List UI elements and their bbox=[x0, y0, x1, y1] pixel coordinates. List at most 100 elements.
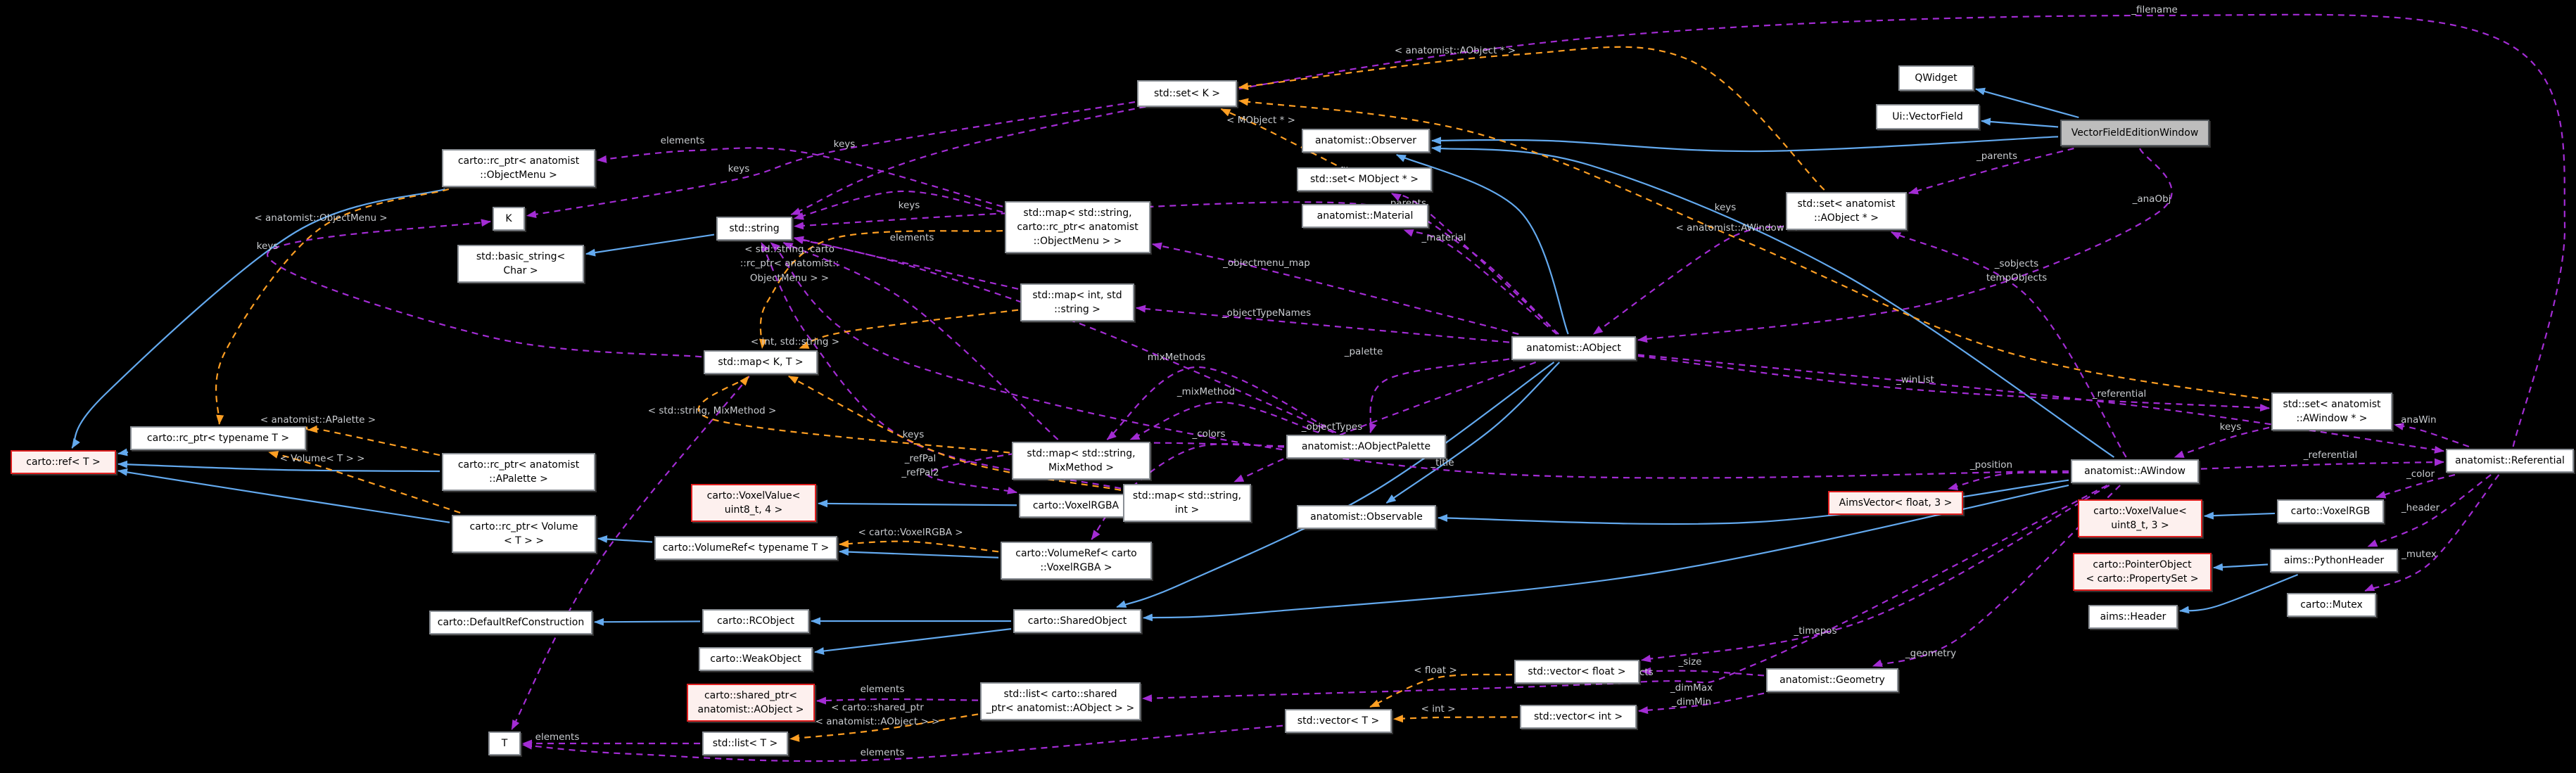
edge-referential-to-set_awindow bbox=[2394, 423, 2470, 448]
class-node-material[interactable]: anatomist::Material bbox=[1302, 204, 1428, 228]
class-node-vector_t[interactable]: std::vector< T > bbox=[1285, 709, 1392, 733]
class-node-set_mobject[interactable]: std::set< MObject * > bbox=[1297, 167, 1432, 191]
edge-aobject-to-map_str_rcptr bbox=[1152, 242, 1519, 336]
class-node-list_shared[interactable]: std::list< carto::shared _ptr< anatomist… bbox=[980, 682, 1141, 720]
edge-aobject-to-palette bbox=[1369, 358, 1510, 433]
edge-map_str_rcptr-to-std_string bbox=[794, 190, 1003, 220]
class-node-rcptr_volume[interactable]: carto::rc_ptr< Volume < T > > bbox=[452, 515, 596, 553]
edge-rcptr_apalette-to-ref_t bbox=[118, 460, 440, 473]
edge-palette-to-map_str_mix bbox=[1129, 401, 1319, 441]
class-node-referential[interactable]: anatomist::Referential bbox=[2446, 449, 2574, 473]
class-node-voxval3[interactable]: carto::VoxelValue< uint8_t, 3 > bbox=[2078, 499, 2202, 537]
class-node-map_str_mix[interactable]: std::map< std::string, MixMethod > bbox=[1012, 442, 1150, 480]
class-node-qwidget[interactable]: QWidget bbox=[1898, 65, 1974, 91]
edge-aobject-to-map_int_str bbox=[1136, 305, 1510, 343]
edge-pythonheader-to-pointerobj bbox=[2213, 563, 2269, 571]
edge-map_str_mix-to-std_string bbox=[782, 242, 1059, 440]
class-node-rcptr_objmenu[interactable]: carto::rc_ptr< anatomist ::ObjectMenu > bbox=[442, 149, 595, 187]
class-node-set_aobject[interactable]: std::set< anatomist ::AObject * > bbox=[1786, 192, 1907, 230]
edge-vector_t-to-t_box bbox=[522, 724, 1283, 762]
class-node-aimsvector[interactable]: AimsVector< float, 3 > bbox=[1828, 491, 1963, 515]
edge-map_int_str-to-std_string bbox=[794, 236, 1019, 290]
class-node-set_k[interactable]: std::set< K > bbox=[1137, 80, 1237, 107]
class-node-map_str_int[interactable]: std::map< std::string, int > bbox=[1123, 484, 1251, 522]
class-node-list_t[interactable]: std::list< T > bbox=[702, 732, 788, 755]
class-node-vector_float[interactable]: std::vector< float > bbox=[1514, 660, 1639, 684]
class-node-volref_t[interactable]: carto::VolumeRef< typename T > bbox=[654, 536, 837, 560]
edge-aobject-to-referential bbox=[1637, 354, 2444, 454]
edge-awindow-to-set_aobject bbox=[1891, 231, 2127, 458]
class-node-observable[interactable]: anatomist::Observable bbox=[1297, 505, 1436, 529]
edge-awindow-to-list_shared bbox=[1142, 485, 2108, 703]
edge-referential-to-mutex bbox=[2364, 474, 2500, 592]
class-node-basic_string[interactable]: std::basic_string< Char > bbox=[457, 245, 584, 283]
edge-pythonheader-to-aims_header bbox=[2179, 573, 2299, 614]
edge-vfew-to-observer bbox=[1431, 136, 2059, 153]
class-node-vfew[interactable]: VectorFieldEditionWindow bbox=[2060, 120, 2209, 146]
edge-rcptr_t-to-ref_t bbox=[118, 448, 129, 456]
edge-awindow-to-std_string bbox=[770, 242, 2069, 479]
edge-std_string-to-basic_string bbox=[585, 234, 715, 257]
edge-referential-to-voxrgb bbox=[2375, 473, 2456, 499]
edge-rcobject-to-defaultref bbox=[594, 618, 701, 626]
edge-map_str_rcptr-to-map_kt bbox=[759, 230, 1003, 349]
edge-map_str_int-to-map_kt bbox=[787, 376, 1122, 491]
class-node-std_string[interactable]: std::string bbox=[716, 217, 792, 241]
class-node-map_int_str[interactable]: std::map< int, std ::string > bbox=[1020, 283, 1134, 321]
edge-vector_int-to-vector_t bbox=[1393, 715, 1518, 723]
edge-vfew-to-qwidget bbox=[1975, 87, 2079, 119]
class-node-sharedobj[interactable]: carto::SharedObject bbox=[1013, 609, 1141, 633]
edge-awindow-to-vector_float bbox=[1641, 485, 2110, 663]
edge-rcptr_apalette-to-rcptr_t bbox=[305, 425, 440, 456]
edge-map_kt-to-k_box bbox=[266, 219, 702, 358]
class-node-palette[interactable]: anatomist::AObjectPalette bbox=[1286, 435, 1446, 459]
class-node-t_box[interactable]: T bbox=[488, 732, 521, 755]
edge-vfew-to-ui_vf bbox=[1981, 117, 2059, 128]
edge-rcptr_objmenu-to-rcptr_t bbox=[215, 188, 450, 425]
class-node-pythonheader[interactable]: aims::PythonHeader bbox=[2270, 549, 2398, 573]
edge-aobject-to-set_awindow bbox=[1637, 355, 2270, 412]
class-node-voxrgb[interactable]: carto::VoxelRGB bbox=[2277, 499, 2384, 523]
edge-map_str_rcptr-to-rcptr_objmenu bbox=[597, 147, 1003, 207]
class-node-voxval4[interactable]: carto::VoxelValue< uint8_t, 4 > bbox=[691, 484, 816, 522]
class-node-awindow[interactable]: anatomist::AWindow bbox=[2071, 459, 2199, 483]
class-node-map_str_rcptr[interactable]: std::map< std::string, carto::rc_ptr< an… bbox=[1005, 201, 1150, 253]
edge-voxrgba-to-voxval4 bbox=[818, 499, 1017, 508]
edge-rcptr_volume-to-rcptr_t bbox=[268, 451, 461, 514]
edge-set_k-to-k_box bbox=[526, 101, 1136, 219]
edge-volref_rgba-to-volref_t bbox=[839, 548, 999, 558]
edge-sharedobj-to-weakobject bbox=[814, 628, 1012, 656]
class-node-voxrgba[interactable]: carto::VoxelRGBA bbox=[1019, 494, 1133, 518]
class-node-pointerobj[interactable]: carto::PointerObject < carto::PropertySe… bbox=[2073, 553, 2212, 591]
edge-geometry-to-vector_int bbox=[1638, 692, 1765, 715]
class-node-shared_ptr[interactable]: carto::shared_ptr< anatomist::AObject > bbox=[687, 684, 815, 722]
class-node-rcptr_apalette[interactable]: carto::rc_ptr< anatomist ::APalette > bbox=[442, 453, 595, 491]
class-node-ref_t[interactable]: carto::ref< T > bbox=[11, 450, 116, 474]
edge-list_shared-to-shared_ptr bbox=[816, 696, 979, 705]
class-node-ui_vf[interactable]: Ui::VectorField bbox=[1876, 104, 1979, 129]
class-node-observer[interactable]: anatomist::Observer bbox=[1302, 129, 1430, 153]
class-node-aobject[interactable]: anatomist::AObject bbox=[1511, 336, 1636, 360]
class-node-weakobject[interactable]: carto::WeakObject bbox=[699, 647, 813, 671]
class-node-volref_rgba[interactable]: carto::VolumeRef< carto ::VoxelRGBA > bbox=[1001, 542, 1152, 580]
class-node-map_kt[interactable]: std::map< K, T > bbox=[704, 350, 818, 374]
class-node-defaultref[interactable]: carto::DefaultRefConstruction bbox=[429, 611, 592, 634]
edge-set_awindow-to-awindow bbox=[2174, 426, 2270, 459]
class-node-geometry[interactable]: anatomist::Geometry bbox=[1766, 668, 1898, 692]
edge-set_aobject-to-set_k bbox=[1238, 46, 1825, 191]
class-node-mutex[interactable]: carto::Mutex bbox=[2287, 593, 2376, 617]
class-node-k_box[interactable]: K bbox=[493, 207, 525, 231]
class-node-rcptr_t[interactable]: carto::rc_ptr< typename T > bbox=[130, 426, 306, 450]
edge-aobject-to-observer bbox=[1395, 153, 1569, 335]
edge-palette-to-map_str_mix bbox=[1106, 366, 1337, 440]
class-node-set_awindow[interactable]: std::set< anatomist ::AWindow * > bbox=[2271, 392, 2392, 430]
edge-set_aobject-to-aobject bbox=[1592, 225, 1784, 335]
edge-list_shared-to-list_t bbox=[789, 713, 979, 742]
class-node-aims_header[interactable]: aims::Header bbox=[2088, 605, 2178, 629]
class-node-rcobject[interactable]: carto::RCObject bbox=[702, 609, 809, 633]
edge-set_awindow-to-set_k bbox=[1238, 98, 2270, 401]
class-node-vector_int[interactable]: std::vector< int > bbox=[1520, 705, 1637, 729]
edge-palette-to-voxrgba bbox=[927, 442, 1285, 494]
edge-map_str_mix-to-map_kt bbox=[697, 376, 1010, 454]
